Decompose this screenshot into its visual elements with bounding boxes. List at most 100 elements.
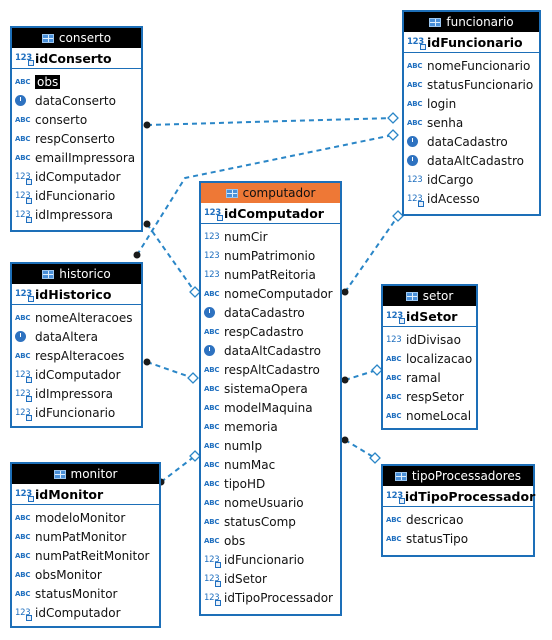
entity-title: funcionario [446, 15, 514, 29]
entity-title: conserto [58, 31, 112, 45]
primary-key-icon: 123 [204, 208, 223, 221]
attribute-name: conserto [35, 112, 88, 127]
abc-type-icon: ABC [204, 327, 220, 336]
entity-title: setor [422, 289, 454, 303]
foreign-key-icon: 123 [204, 593, 222, 606]
attribute-name: idImpressora [35, 207, 113, 222]
attribute-row[interactable]: dataCadastro [404, 132, 539, 151]
attribute-row[interactable]: dataAltCadastro [404, 151, 539, 170]
attribute-name: nomeComputador [224, 286, 333, 301]
attribute-row[interactable]: dataCadastro [201, 303, 340, 322]
attribute-row[interactable]: dataConserto [12, 91, 141, 110]
abc-type-icon: ABC [15, 115, 31, 124]
attribute-name: dataCadastro [427, 134, 508, 149]
abc-type-icon: ABC [386, 411, 402, 420]
entity-header[interactable]: historico [12, 264, 141, 284]
entity-header[interactable]: conserto [12, 28, 141, 48]
entity-header[interactable]: monitor [12, 464, 159, 484]
numeric-type-icon: 123 [204, 231, 220, 242]
attribute-row[interactable]: dataAltera [12, 327, 141, 346]
entity-header[interactable]: setor [383, 286, 476, 306]
rel-conserto-funcionario [146, 117, 394, 126]
attribute-name: statusComp [224, 514, 296, 529]
entity-header[interactable]: computador [201, 183, 340, 203]
abc-type-icon: ABC [407, 80, 423, 89]
table-icon [225, 188, 238, 198]
clock-type-icon [15, 95, 33, 106]
entity-header[interactable]: tipoProcessadores [383, 466, 533, 486]
abc-type-icon: ABC [204, 536, 220, 545]
attribute-name: dataCadastro [224, 305, 305, 320]
entity-header[interactable]: funcionario [404, 12, 539, 32]
foreign-key-icon: 123 [407, 194, 425, 207]
rel-endpoint-dot [133, 251, 141, 259]
attribute-row[interactable]: ABC conserto [12, 110, 141, 129]
abc-type-icon: ABC [204, 403, 220, 412]
primary-key-label: idSetor [406, 308, 458, 324]
attribute-row[interactable]: dataAltCadastro [201, 341, 340, 360]
